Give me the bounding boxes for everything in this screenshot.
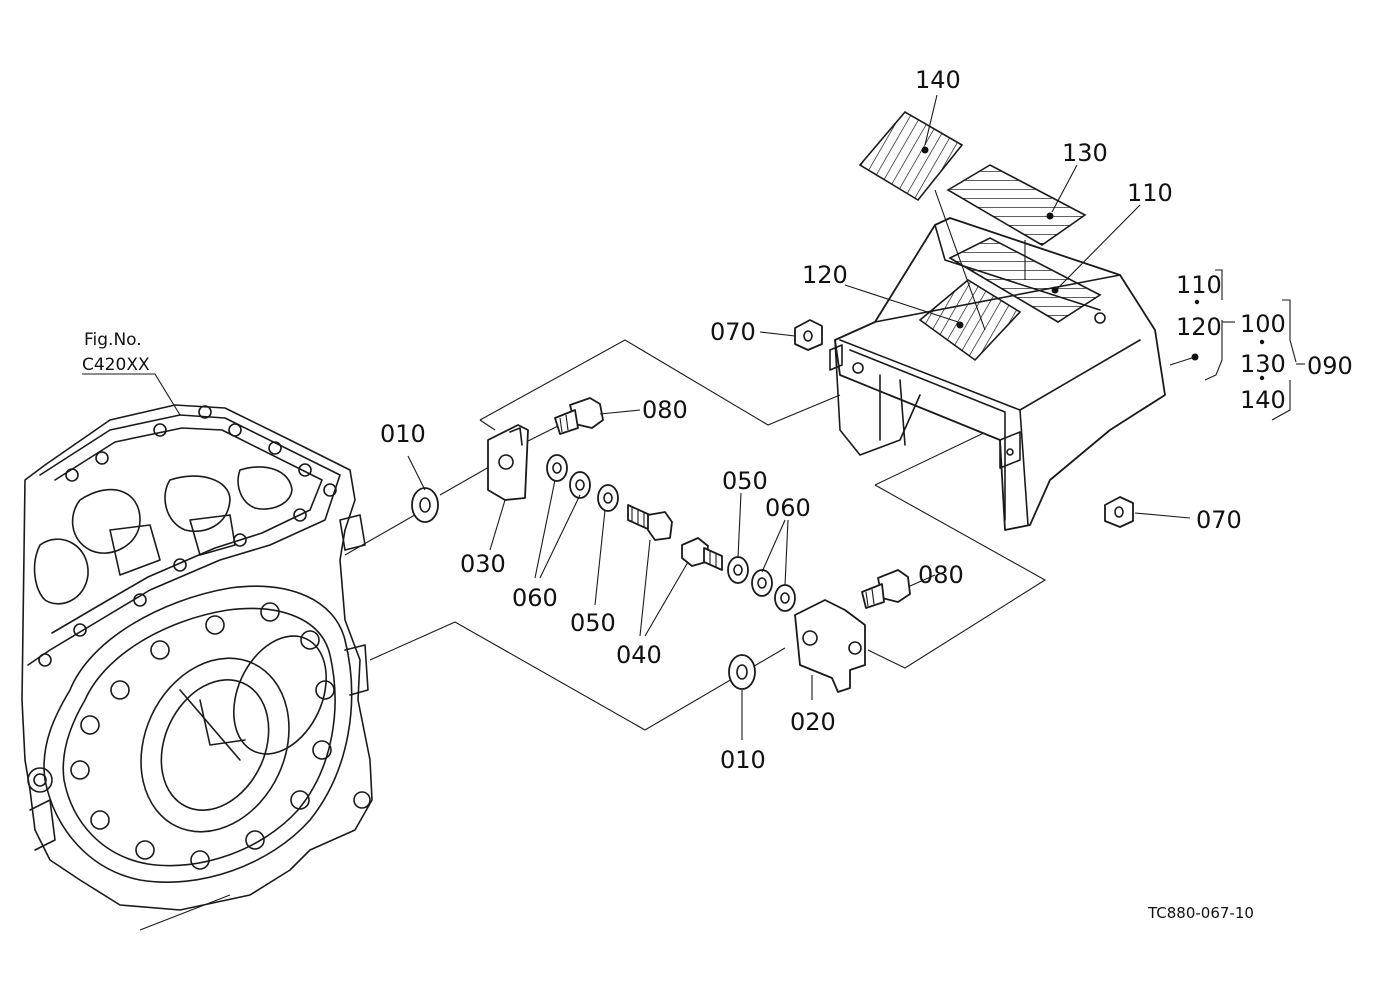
- callout-130-group: 130: [1240, 350, 1286, 378]
- figure-ref-line1: Fig.No.: [84, 330, 142, 350]
- callout-090: 090: [1307, 352, 1353, 380]
- callout-030: 030: [460, 550, 506, 578]
- plug-080-upper: [554, 397, 604, 435]
- transmission-case-drawing: [21, 404, 373, 911]
- bracket-030: [487, 424, 529, 501]
- callout-020: 020: [790, 708, 836, 736]
- callout-010-upper: 010: [380, 420, 426, 448]
- callout-140-top: 140: [915, 66, 961, 94]
- label-130: [946, 164, 1087, 246]
- callout-080-lower: 080: [918, 561, 964, 589]
- callout-070-upper: 070: [710, 318, 756, 346]
- callout-080-upper: 080: [642, 396, 688, 424]
- label-120: [918, 279, 1022, 362]
- callout-140-group: 140: [1240, 386, 1286, 414]
- callout-100: 100: [1240, 310, 1286, 338]
- callout-110-top: 110: [1127, 179, 1173, 207]
- callout-leaders: [407, 94, 1305, 740]
- nut-070-lower: [1104, 496, 1134, 528]
- callout-130-top: 130: [1062, 139, 1108, 167]
- callout-120-left: 120: [802, 261, 848, 289]
- callout-070-lower: 070: [1196, 506, 1242, 534]
- figure-ref-line2: C420XX: [82, 355, 150, 375]
- callout-040: 040: [616, 641, 662, 669]
- bolt-040-upper: [627, 504, 673, 541]
- bracket-020: [794, 599, 866, 693]
- bolt-040-lower: [681, 537, 723, 571]
- drawing-code: TC880-067-10: [1147, 904, 1254, 922]
- callout-120-group: 120: [1176, 313, 1222, 341]
- callout-050-right: 050: [722, 467, 768, 495]
- callout-110-group: 110: [1176, 271, 1222, 299]
- washer-010-upper: [411, 487, 439, 523]
- nut-070-upper: [794, 319, 823, 351]
- callout-010-lower: 010: [720, 746, 766, 774]
- plug-080-lower: [861, 569, 911, 609]
- callout-060-right: 060: [765, 494, 811, 522]
- callout-labels: Fig.No. C420XX 010 030 060 050 040 050 0…: [82, 66, 1353, 922]
- washer-010-lower: [728, 654, 756, 690]
- callout-060-left: 060: [512, 584, 558, 612]
- label-plates: [858, 110, 1199, 362]
- hardware-parts: [411, 319, 1134, 693]
- callout-050-left: 050: [570, 609, 616, 637]
- label-140: [858, 110, 964, 202]
